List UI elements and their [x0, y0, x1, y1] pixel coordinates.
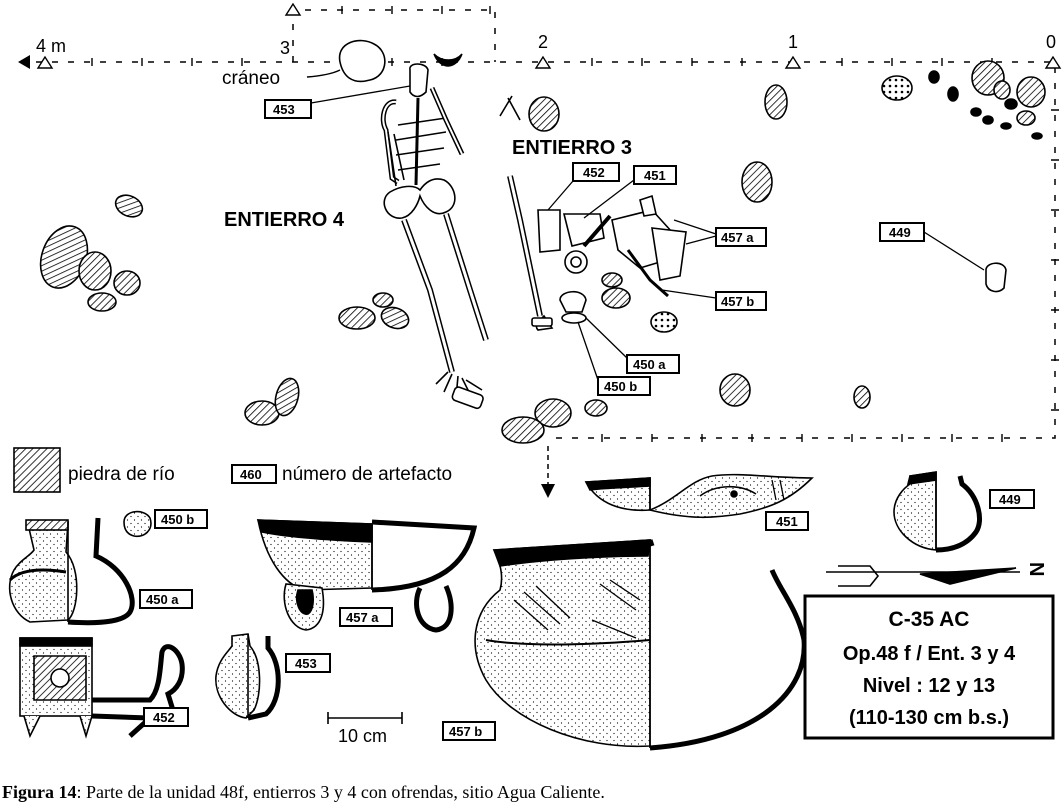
svg-text:451: 451 [644, 168, 666, 183]
jaw-fragment [433, 53, 463, 67]
artifact-tag-449: 449 [879, 222, 985, 271]
skeleton-burial-4 [380, 63, 489, 410]
burial-3-offerings [537, 194, 687, 324]
vessel-457a-drawing [256, 519, 478, 633]
grid-label-4m: 4 m [36, 36, 66, 56]
svg-text:450 a: 450 a [633, 357, 666, 372]
vessel-tag-457a: 457 a [339, 607, 393, 627]
artifact-tag-451: 451 [583, 165, 677, 219]
svg-text:449: 449 [999, 492, 1021, 507]
skull-label: cráneo [222, 68, 280, 89]
scale-bar [327, 712, 403, 724]
skeleton-burial-3 [499, 95, 554, 331]
svg-text:450 a: 450 a [146, 592, 179, 607]
legend-number-box-text: 460 [240, 467, 262, 482]
caption-text: : Parte de la unidad 48f, entierros 3 y … [76, 782, 605, 802]
artifact-tag-457b: 457 b [661, 289, 767, 311]
site-info-line-4: (110-130 cm b.s.) [849, 707, 1009, 729]
svg-text:450 b: 450 b [604, 379, 637, 394]
artifact-tag-450a: 450 a [585, 317, 680, 374]
svg-text:452: 452 [153, 710, 175, 725]
grid-label-3: 3 [280, 38, 290, 58]
legend-stone-label: piedra de río [68, 464, 175, 485]
site-plan-drawing: 4 m 3 2 1 0 [8, 2, 1062, 751]
vessel-450b-drawing [123, 510, 152, 538]
site-info-line-3: Nivel : 12 y 13 [863, 675, 995, 697]
legend-number-box [231, 464, 277, 484]
svg-text:453: 453 [295, 656, 317, 671]
vessel-tag-453: 453 [285, 653, 331, 673]
artifact-tag-450b: 450 b [577, 321, 651, 396]
artifact-tag-453: 453 [264, 85, 411, 119]
north-label: N [1025, 562, 1047, 576]
vessel-453-drawing [215, 633, 281, 721]
dotted-stone [650, 311, 678, 333]
artifact-tag-457a: 457 a [673, 219, 767, 247]
site-info-line-2: Op.48 f / Ent. 3 y 4 [843, 643, 1016, 665]
vessel-tag-451: 451 [765, 511, 809, 531]
svg-text:457 b: 457 b [449, 724, 482, 739]
grid-label-0: 0 [1046, 32, 1056, 52]
vessel-457b-drawing [474, 539, 807, 751]
vessel-450a-drawing [8, 517, 135, 626]
svg-text:451: 451 [776, 514, 798, 529]
caption-figure-number: Figura 14 [2, 782, 77, 802]
legend-stone-swatch [13, 447, 61, 493]
vessel-tag-450a: 450 a [139, 589, 193, 609]
grid-label-1: 1 [788, 32, 798, 52]
datum-triangle-icons [36, 2, 1062, 69]
site-info-box [803, 594, 1055, 740]
river-stones [39, 60, 1046, 444]
svg-text:457 a: 457 a [346, 610, 379, 625]
grid-label-2: 2 [538, 32, 548, 52]
svg-text:457 b: 457 b [721, 294, 754, 309]
site-info-line-1: C-35 AC [889, 608, 970, 631]
vessel-tag-457b: 457 b [442, 721, 496, 741]
figure-caption: Figura 14: Parte de la unidad 48f, entie… [2, 782, 605, 803]
vessel-tag-452: 452 [143, 707, 189, 727]
vessel-451-drawing [584, 473, 814, 519]
legend-number-label: número de artefacto [282, 464, 452, 485]
svg-text:452: 452 [583, 165, 605, 180]
artifact-tag-452: 452 [547, 162, 620, 211]
west-arrow-icon [18, 55, 30, 69]
scale-label: 10 cm [338, 726, 387, 746]
svg-text:457 a: 457 a [721, 230, 754, 245]
vessel-449-drawing [893, 471, 982, 553]
burial-3-label: ENTIERRO 3 [512, 137, 632, 159]
skull-leader-line [306, 69, 341, 78]
vessel-tag-449: 449 [989, 489, 1035, 509]
section-arrowhead-icon [541, 484, 555, 498]
svg-text:449: 449 [889, 225, 911, 240]
vessel-452-drawing [19, 637, 185, 739]
dotted-stone [881, 75, 913, 101]
skull-outline [338, 39, 386, 83]
vessel-449-plan [985, 262, 1007, 293]
burial-4-label: ENTIERRO 4 [224, 209, 345, 231]
svg-text:453: 453 [273, 102, 295, 117]
svg-text:450 b: 450 b [161, 512, 194, 527]
north-arrow-icon [826, 565, 1020, 587]
vessel-tag-450b: 450 b [154, 509, 208, 529]
